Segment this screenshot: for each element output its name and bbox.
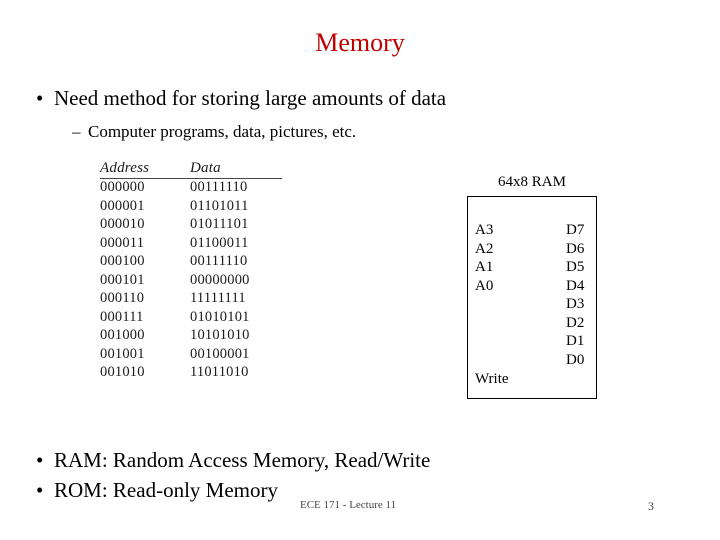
ram-pin-d0: D0 [566,351,585,368]
cell-address: 001000 [100,327,145,343]
bullet-ram-definition: • RAM: Random Access Memory, Read/Write [36,448,430,473]
memory-dump-table: Address Data 000000 00111110 000001 0110… [100,160,282,383]
table-row: 000000 00111110 [100,179,282,198]
ram-pin-d1: D1 [566,333,585,349]
sub-bullet-marker: – [72,122,81,141]
cell-data: 00111110 [190,253,248,269]
bullet-marker: • [36,86,44,110]
cell-data: 00111110 [190,179,248,195]
table-header-row: Address Data [100,160,282,179]
memory-dump-grid: Address Data 000000 00111110 000001 0110… [100,160,282,383]
slide-page-number: 3 [648,499,654,513]
cell-data: 01100011 [190,234,249,251]
table-row: 001001 00100001 [100,346,282,365]
table-row: 000001 01101011 [100,198,282,217]
cell-data: 01101011 [190,197,249,214]
bullet-text: RAM: Random Access Memory, Read/Write [54,448,431,472]
bullet-marker: • [36,478,44,502]
bullet-text: ROM: Read-only Memory [54,478,278,502]
ram-pin-d3: D3 [566,296,585,312]
ram-address-pins: A3 A2 A1 A0 [475,221,493,295]
ram-pin-a1: A1 [475,259,494,275]
cell-address: 000111 [100,308,144,325]
ram-pin-write: Write [475,371,509,387]
ram-block-label: 64x8 RAM [498,174,566,190]
cell-data: 11111111 [190,290,246,306]
table-row: 000100 00111110 [100,253,282,272]
ram-pin-a2: A2 [475,240,494,257]
table-row: 001000 10101010 [100,327,282,346]
sub-bullet-text: Computer programs, data, pictures, etc. [88,122,357,141]
ram-pin-d6: D6 [566,240,585,257]
column-header-address: Address [100,160,190,179]
slide-footer: ECE 171 - Lecture 11 [300,499,397,511]
table-row: 000011 01100011 [100,235,282,254]
ram-pin-d4: D4 [566,277,585,294]
table-row: 000010 01011101 [100,216,282,235]
cell-address: 000110 [100,290,145,306]
cell-address: 001010 [100,364,145,380]
cell-address: 000000 [100,179,145,195]
ram-pin-a3: A3 [475,222,494,238]
ram-pin-d2: D2 [566,314,585,331]
ram-data-pins: D7 D6 D5 D4 D3 D2 D1 D0 [566,221,584,369]
table-row: 000111 01010101 [100,309,282,328]
page-title: Memory [315,28,405,57]
ram-block-box [467,196,597,399]
cell-address: 000100 [100,253,145,269]
cell-data: 00000000 [190,271,250,288]
bullet-text: Need method for storing large amounts of… [54,86,447,110]
cell-data: 11011010 [190,364,249,380]
ram-pin-d5: D5 [566,259,585,275]
cell-address: 000001 [100,197,145,214]
table-row: 000110 11111111 [100,290,282,309]
cell-address: 000010 [100,216,145,232]
column-header-data: Data [190,160,282,179]
table-row: 000101 00000000 [100,272,282,291]
cell-data: 10101010 [190,327,250,343]
ram-pin-a0: A0 [475,277,494,294]
cell-data: 01011101 [190,216,249,232]
table-row: 001010 11011010 [100,364,282,383]
ram-pin-d7: D7 [566,222,585,238]
bullet-need-method: • Need method for storing large amounts o… [36,86,446,111]
sub-bullet-computer-programs: –Computer programs, data, pictures, etc. [72,122,356,142]
bullet-marker: • [36,448,44,472]
bullet-rom-definition: • ROM: Read-only Memory [36,478,278,503]
cell-data: 00100001 [190,345,250,362]
cell-address: 000011 [100,234,145,251]
cell-address: 001001 [100,345,145,362]
cell-data: 01010101 [190,308,250,325]
cell-address: 000101 [100,271,145,288]
